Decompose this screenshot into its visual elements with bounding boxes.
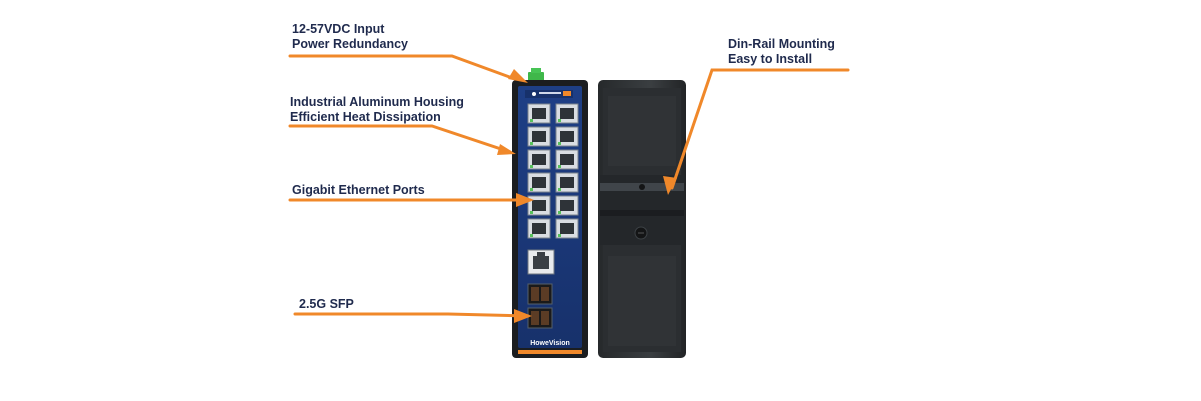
callout-power: 12-57VDC Input Power Redundancy [292, 22, 408, 52]
rj45-port-socket [560, 131, 574, 142]
rj45-port-socket [532, 177, 546, 188]
switch-front [512, 68, 588, 358]
callout-housing: Industrial Aluminum Housing Efficient He… [290, 95, 464, 125]
sfp-ports [527, 283, 553, 329]
rj45-port-socket [532, 108, 546, 119]
port-led [530, 165, 533, 168]
callout-sfp-line1: 2.5G SFP [299, 297, 354, 311]
rj45-port-socket [560, 223, 574, 234]
brand-logo: HoweVision [530, 340, 570, 347]
callout-lines [288, 54, 850, 318]
callout-sfp: 2.5G SFP [299, 297, 354, 312]
port-led [530, 234, 533, 237]
port-led [558, 142, 561, 145]
rj45-port-socket [560, 177, 574, 188]
port-led [558, 119, 561, 122]
rj45-port-socket [560, 108, 574, 119]
callout-housing-line2: Efficient Heat Dissipation [290, 110, 441, 124]
callout-housing-line1: Industrial Aluminum Housing [290, 95, 464, 109]
callout-ports-line1: Gigabit Ethernet Ports [292, 183, 425, 197]
port-led [530, 119, 533, 122]
rj45-port-socket [560, 154, 574, 165]
callout-dinrail-line2: Easy to Install [728, 52, 813, 66]
rj45-port-socket [532, 200, 546, 211]
callout-power-line1: 12-57VDC Input [292, 22, 385, 36]
port-led [558, 211, 561, 214]
rj45-port-socket [532, 154, 546, 165]
callout-ports: Gigabit Ethernet Ports [292, 183, 425, 198]
port-led [558, 234, 561, 237]
callout-arrowheads [497, 69, 677, 323]
rj45-port-socket [532, 223, 546, 234]
callout-dinrail-line1: Din-Rail Mounting [728, 37, 835, 51]
callout-dinrail: Din-Rail Mounting Easy to Install [728, 37, 835, 67]
rj45-port-socket [560, 200, 574, 211]
rj45-port-socket [532, 131, 546, 142]
switch-side [598, 80, 686, 358]
port-led [530, 188, 533, 191]
port-led [558, 165, 561, 168]
callout-power-line2: Power Redundancy [292, 37, 408, 51]
port-led [530, 142, 533, 145]
port-led [558, 188, 561, 191]
gigabit-ports [527, 103, 579, 239]
port-led [530, 211, 533, 214]
